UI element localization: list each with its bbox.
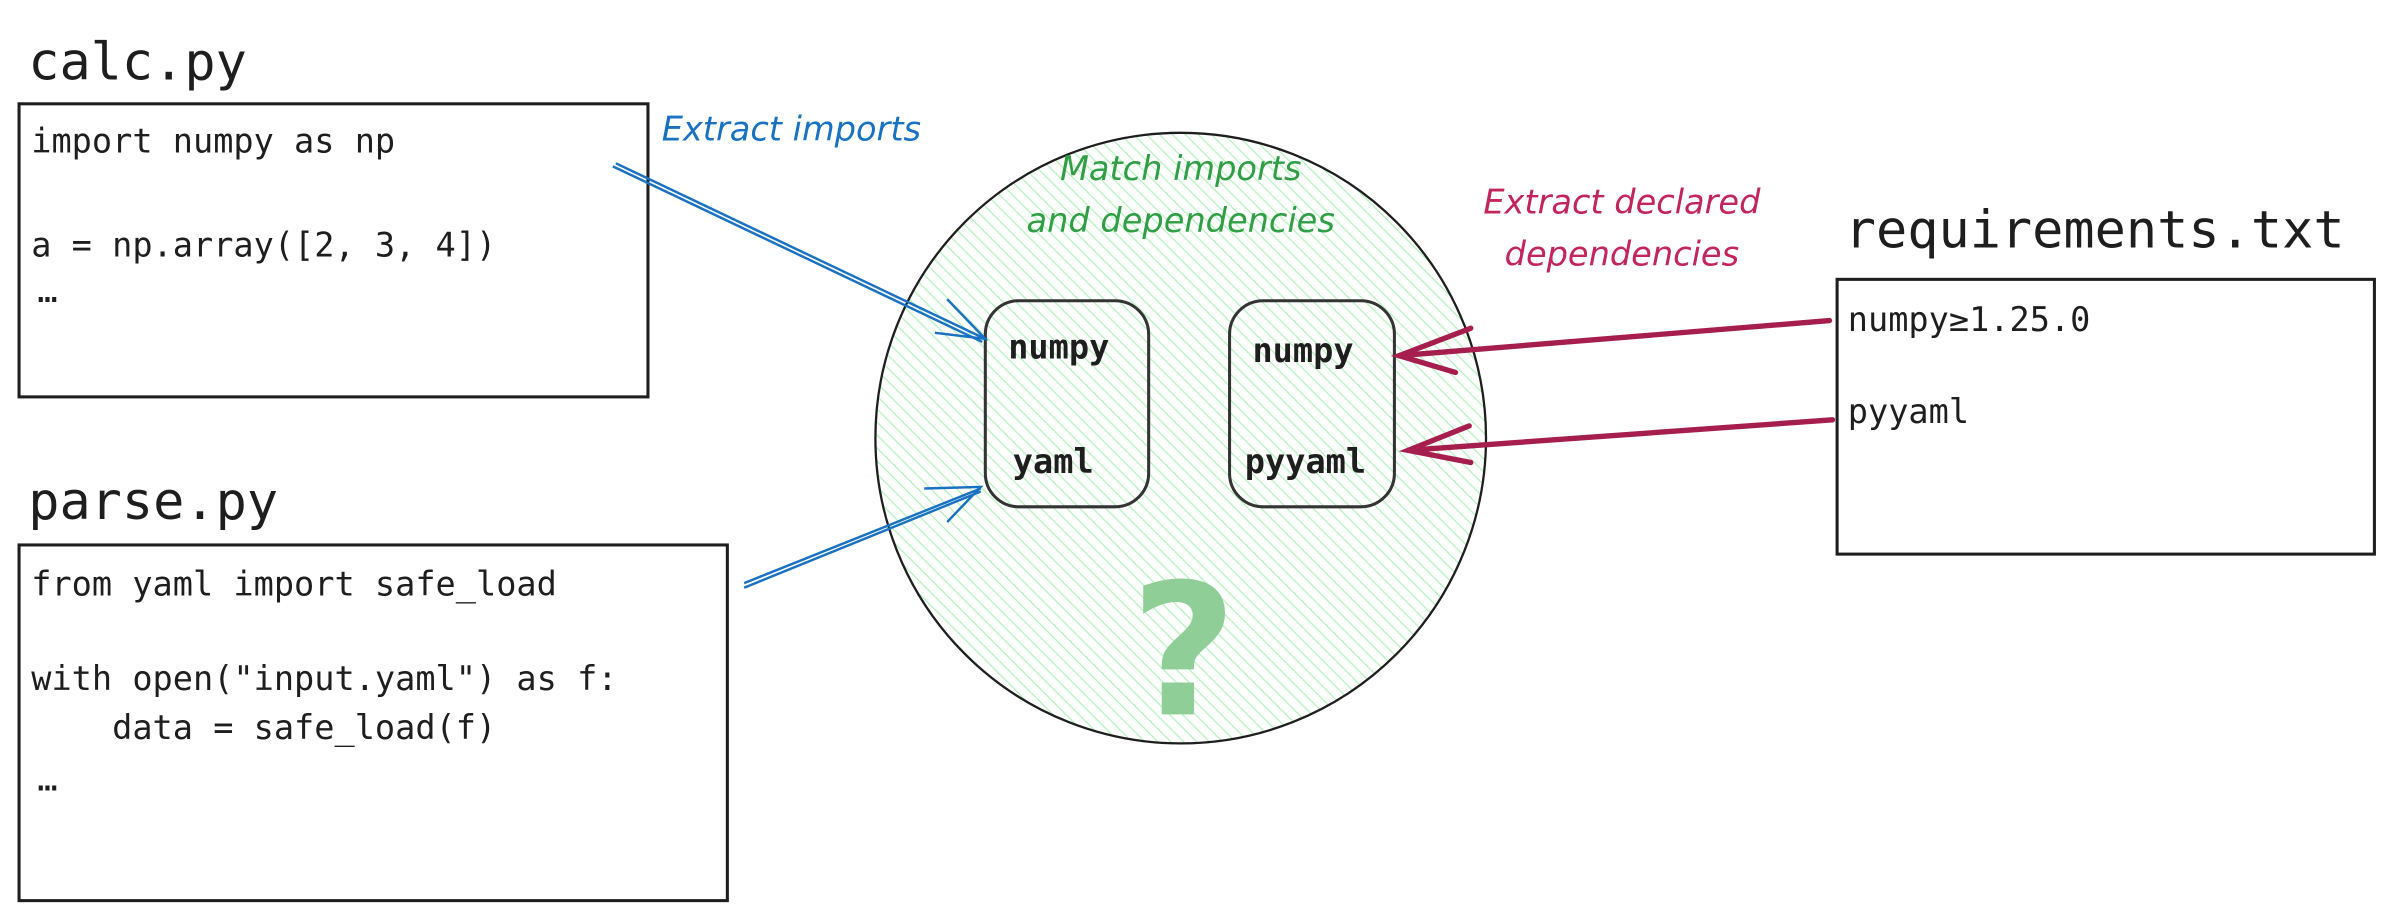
arrow-numpy-dependency	[1390, 317, 1833, 376]
match-label-line1: Match imports	[1060, 149, 1302, 188]
code-line: with open("input.yaml") as f:	[31, 659, 617, 698]
code-line: …	[37, 760, 57, 799]
code-line: import numpy as np	[31, 122, 395, 161]
requirements-file-title: requirements.txt	[1845, 200, 2345, 260]
requirements-box	[1835, 277, 2376, 556]
dependencies-box	[1228, 299, 1396, 509]
match-label-line2: and dependencies	[1027, 201, 1335, 240]
parse-code-box	[17, 543, 729, 903]
extract-declared-label-line1: Extract declared	[1483, 183, 1761, 222]
import-item: yaml	[1013, 442, 1094, 481]
requirement-line: numpy≥1.25.0	[1848, 300, 2091, 339]
code-line: data = safe_load(f)	[31, 708, 496, 748]
arrow-parse-to-imports	[743, 485, 984, 589]
dependency-item: pyyaml	[1245, 442, 1366, 481]
calc-file-title: calc.py	[28, 32, 247, 92]
code-line: …	[37, 271, 57, 310]
parse-file-title: parse.py	[28, 472, 278, 532]
question-mark-icon: ?	[1131, 545, 1237, 758]
imports-box	[983, 299, 1151, 509]
extract-imports-label: Extract imports	[662, 109, 921, 148]
arrow-pyyaml-dependency	[1398, 417, 1836, 466]
code-line: a = np.array([2, 3, 4])	[31, 225, 496, 264]
extract-declared-label-line2: dependencies	[1505, 235, 1739, 274]
import-item: numpy	[1008, 328, 1109, 367]
code-line: from yaml import safe_load	[31, 564, 557, 604]
arrow-calc-to-imports	[612, 162, 989, 344]
dependency-item: numpy	[1252, 331, 1353, 370]
matcher-circle	[874, 131, 1488, 745]
requirement-line: pyyaml	[1848, 392, 1969, 431]
calc-code-box	[17, 102, 650, 399]
